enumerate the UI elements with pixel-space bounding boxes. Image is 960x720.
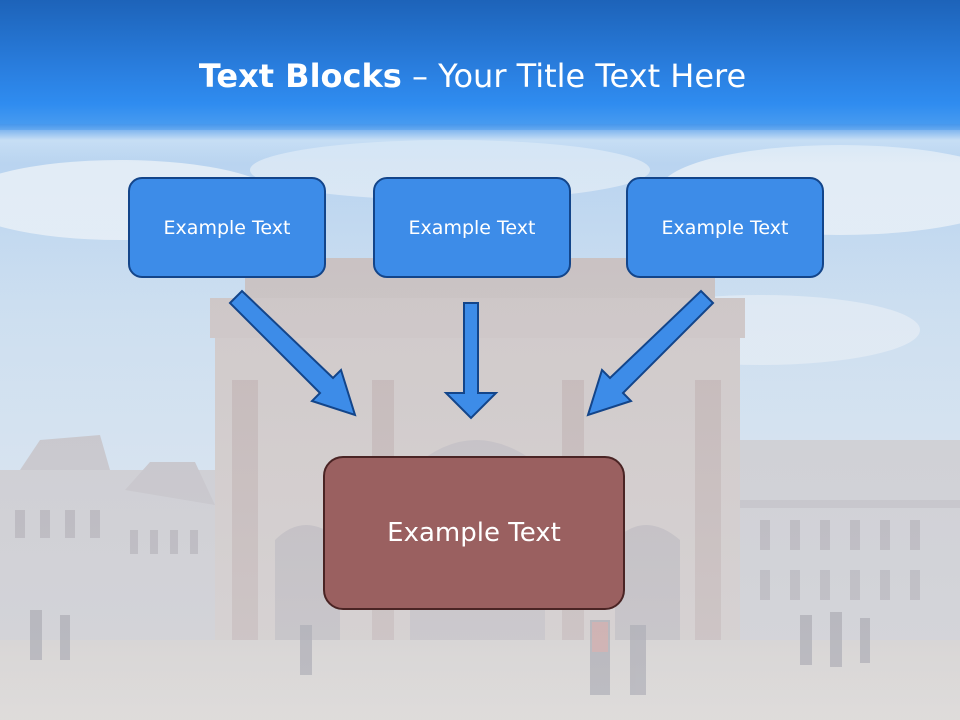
main-text-block-label: Example Text [387, 518, 561, 548]
arrow-right [586, 289, 715, 417]
title-band-fade [0, 124, 960, 164]
text-block-1[interactable]: Example Text [128, 177, 326, 278]
text-block-2-label: Example Text [408, 216, 536, 239]
main-text-block[interactable]: Example Text [323, 456, 625, 610]
arrow-center [443, 302, 499, 420]
title-band [0, 0, 960, 130]
title-rest: – Your Title Text Here [411, 57, 747, 95]
text-block-3[interactable]: Example Text [626, 177, 824, 278]
slide-title: Text Blocks – Your Title Text Here [0, 56, 945, 96]
text-block-1-label: Example Text [163, 216, 291, 239]
text-block-2[interactable]: Example Text [373, 177, 571, 278]
arrow-left [228, 289, 357, 417]
text-block-3-label: Example Text [661, 216, 789, 239]
title-bold: Text Blocks [198, 57, 402, 95]
